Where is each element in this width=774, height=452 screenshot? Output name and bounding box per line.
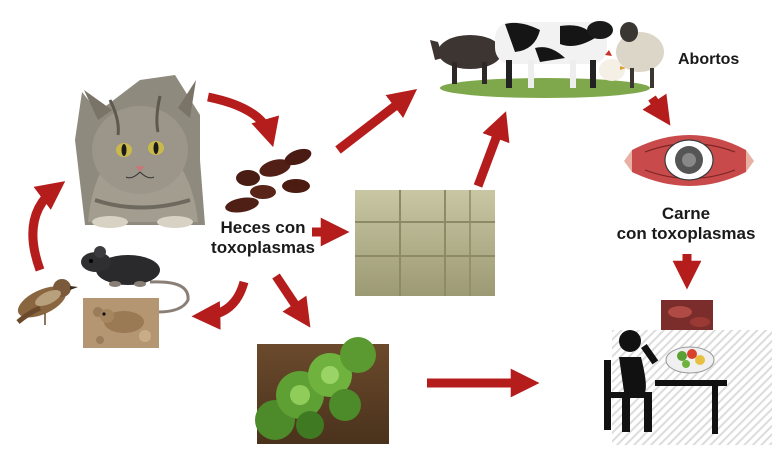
livestock-image (430, 21, 664, 98)
rodent-photo (83, 298, 159, 348)
abortions-label: Abortos (678, 50, 739, 69)
arrow-cat-to-feces (208, 97, 270, 136)
hay-bales-image (355, 190, 495, 296)
cat-image (75, 75, 205, 228)
feces-label: Heces con toxoplasmas (203, 218, 323, 259)
feces-image (224, 146, 314, 215)
meat-label: Carne con toxoplasmas (605, 204, 767, 245)
meat-photo (661, 300, 713, 332)
arrow-hay-to-livestock (478, 122, 502, 186)
meat-label-line1: Carne (605, 204, 767, 224)
feces-label-line1: Heces con (203, 218, 323, 238)
diner-pictogram (604, 330, 772, 445)
meat-label-line2: con toxoplasmas (605, 224, 767, 244)
feces-label-line2: toxoplasmas (203, 238, 323, 258)
arrow-prey-to-cat (33, 188, 56, 270)
lettuce-field-image (255, 337, 389, 444)
muscle-image (624, 135, 754, 186)
arrow-livestock-to-muscle (652, 98, 664, 116)
arrow-feces-to-livestock (338, 96, 408, 150)
arrow-feces-to-lettuce (276, 276, 304, 318)
arrow-feces-to-rodent (203, 282, 244, 316)
bird-image (13, 279, 78, 325)
